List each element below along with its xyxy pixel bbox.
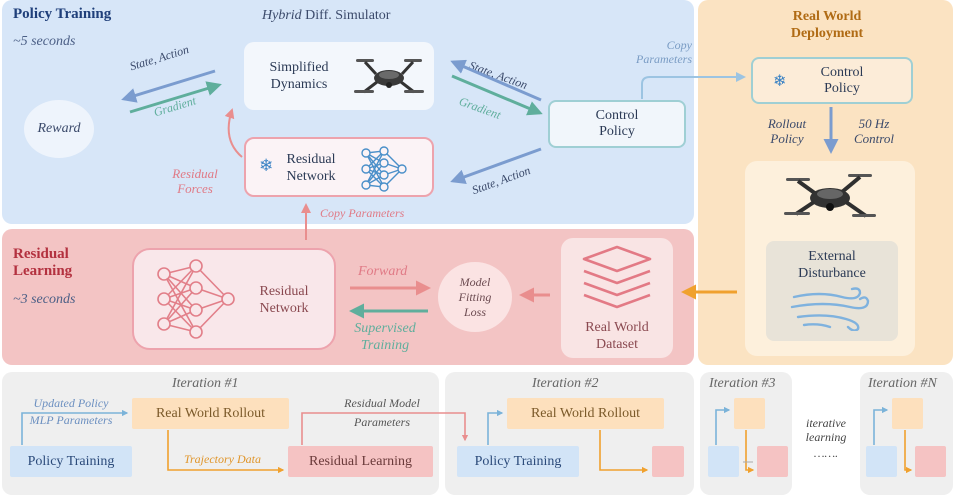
- control-policy-label-sim: Control Policy: [595, 108, 639, 139]
- drone-icon: [784, 174, 876, 218]
- policy-training-time: ~5 seconds: [13, 34, 76, 49]
- real-world-rollout-box-3: [734, 398, 765, 429]
- residual-network-box-top: ❄ Residual Network: [244, 137, 434, 197]
- deployment-title: Real World Deployment: [790, 9, 864, 41]
- control-policy-label-deploy: Control Policy: [820, 64, 864, 96]
- wind-icon: [790, 287, 870, 331]
- control-rate-label: 50 Hz Control: [854, 116, 894, 146]
- residual-learning-box-n: [915, 446, 946, 477]
- updated-policy-label: Updated Policy MLP Parameters: [29, 396, 113, 427]
- control-policy-box-sim: Control Policy: [548, 100, 686, 148]
- snowflake-icon: ❄: [773, 73, 787, 90]
- simulator-title-prefix: Hybrid: [262, 8, 302, 23]
- real-world-dataset-box: [561, 238, 673, 358]
- copy-parameters-label-top: Copy Parameters: [636, 38, 692, 66]
- iteration-3-title: Iteration #3: [709, 376, 776, 391]
- rollout-policy-label: Rollout Policy: [767, 116, 807, 146]
- neural-network-icon: [157, 259, 235, 339]
- simulator-title: Hybrid Diff. Simulator: [262, 8, 390, 24]
- forward-label: Forward: [358, 264, 408, 279]
- residual-learning-box-3: [757, 446, 788, 477]
- iteration-2-title: Iteration #2: [532, 376, 599, 391]
- residual-learning-label-1: Residual Learning: [308, 453, 413, 469]
- residual-model-parameters-label: Residual Model Parameters: [344, 396, 420, 429]
- policy-training-label-1: Policy Training: [27, 453, 115, 469]
- neural-network-icon: [361, 146, 407, 192]
- model-fitting-loss-label: Model Fitting Loss: [458, 274, 492, 319]
- policy-training-box-1: Policy Training: [10, 446, 132, 477]
- external-disturbance-label: External Disturbance: [798, 249, 866, 281]
- residual-learning-title: Residual Learning: [13, 246, 73, 279]
- residual-learning-box-2: [652, 446, 684, 477]
- policy-training-box-2: Policy Training: [457, 446, 579, 477]
- real-world-rollout-box-n: [892, 398, 923, 429]
- reward-node: Reward: [24, 100, 94, 158]
- policy-training-box-3: [708, 446, 739, 477]
- snowflake-icon: ❄: [259, 156, 274, 175]
- residual-network-label-main: Residual Network: [259, 284, 309, 316]
- real-world-dataset-label: Real World Dataset: [585, 320, 649, 352]
- iterative-learning-label: iterative learning …….: [805, 416, 847, 460]
- external-disturbance-box: [766, 241, 898, 341]
- policy-training-box-n: [866, 446, 897, 477]
- real-world-rollout-box-2: Real World Rollout: [507, 398, 664, 429]
- real-world-rollout-box-1: Real World Rollout: [132, 398, 289, 429]
- control-policy-box-deploy: ❄ Control Policy: [751, 57, 913, 104]
- reward-label: Reward: [37, 121, 81, 136]
- simplified-dynamics-label: Simplified Dynamics: [269, 60, 329, 92]
- trajectory-data-label: Trajectory Data: [184, 452, 261, 466]
- copy-parameters-label-bottom: Copy Parameters: [320, 206, 405, 220]
- dataset-stack-icon: [582, 245, 652, 309]
- simulator-title-rest: Diff. Simulator: [301, 8, 391, 23]
- residual-learning-box-1: Residual Learning: [288, 446, 433, 477]
- supervised-training-label: Supervised Training: [354, 321, 416, 353]
- model-fitting-loss-node: Model Fitting Loss: [438, 262, 512, 332]
- iteration-1-title: Iteration #1: [172, 376, 239, 391]
- iteration-n-title: Iteration #N: [868, 376, 937, 391]
- simplified-dynamics-box: Simplified Dynamics: [244, 42, 434, 110]
- residual-forces-label: Residual Forces: [172, 166, 218, 196]
- real-world-rollout-label-2: Real World Rollout: [530, 405, 641, 421]
- real-world-rollout-label-1: Real World Rollout: [155, 405, 266, 421]
- policy-training-label-2: Policy Training: [474, 453, 562, 469]
- drone-icon: [354, 59, 424, 94]
- residual-network-label-top: Residual Network: [286, 152, 336, 184]
- policy-training-title: Policy Training: [13, 6, 112, 22]
- residual-learning-time: ~3 seconds: [13, 292, 76, 307]
